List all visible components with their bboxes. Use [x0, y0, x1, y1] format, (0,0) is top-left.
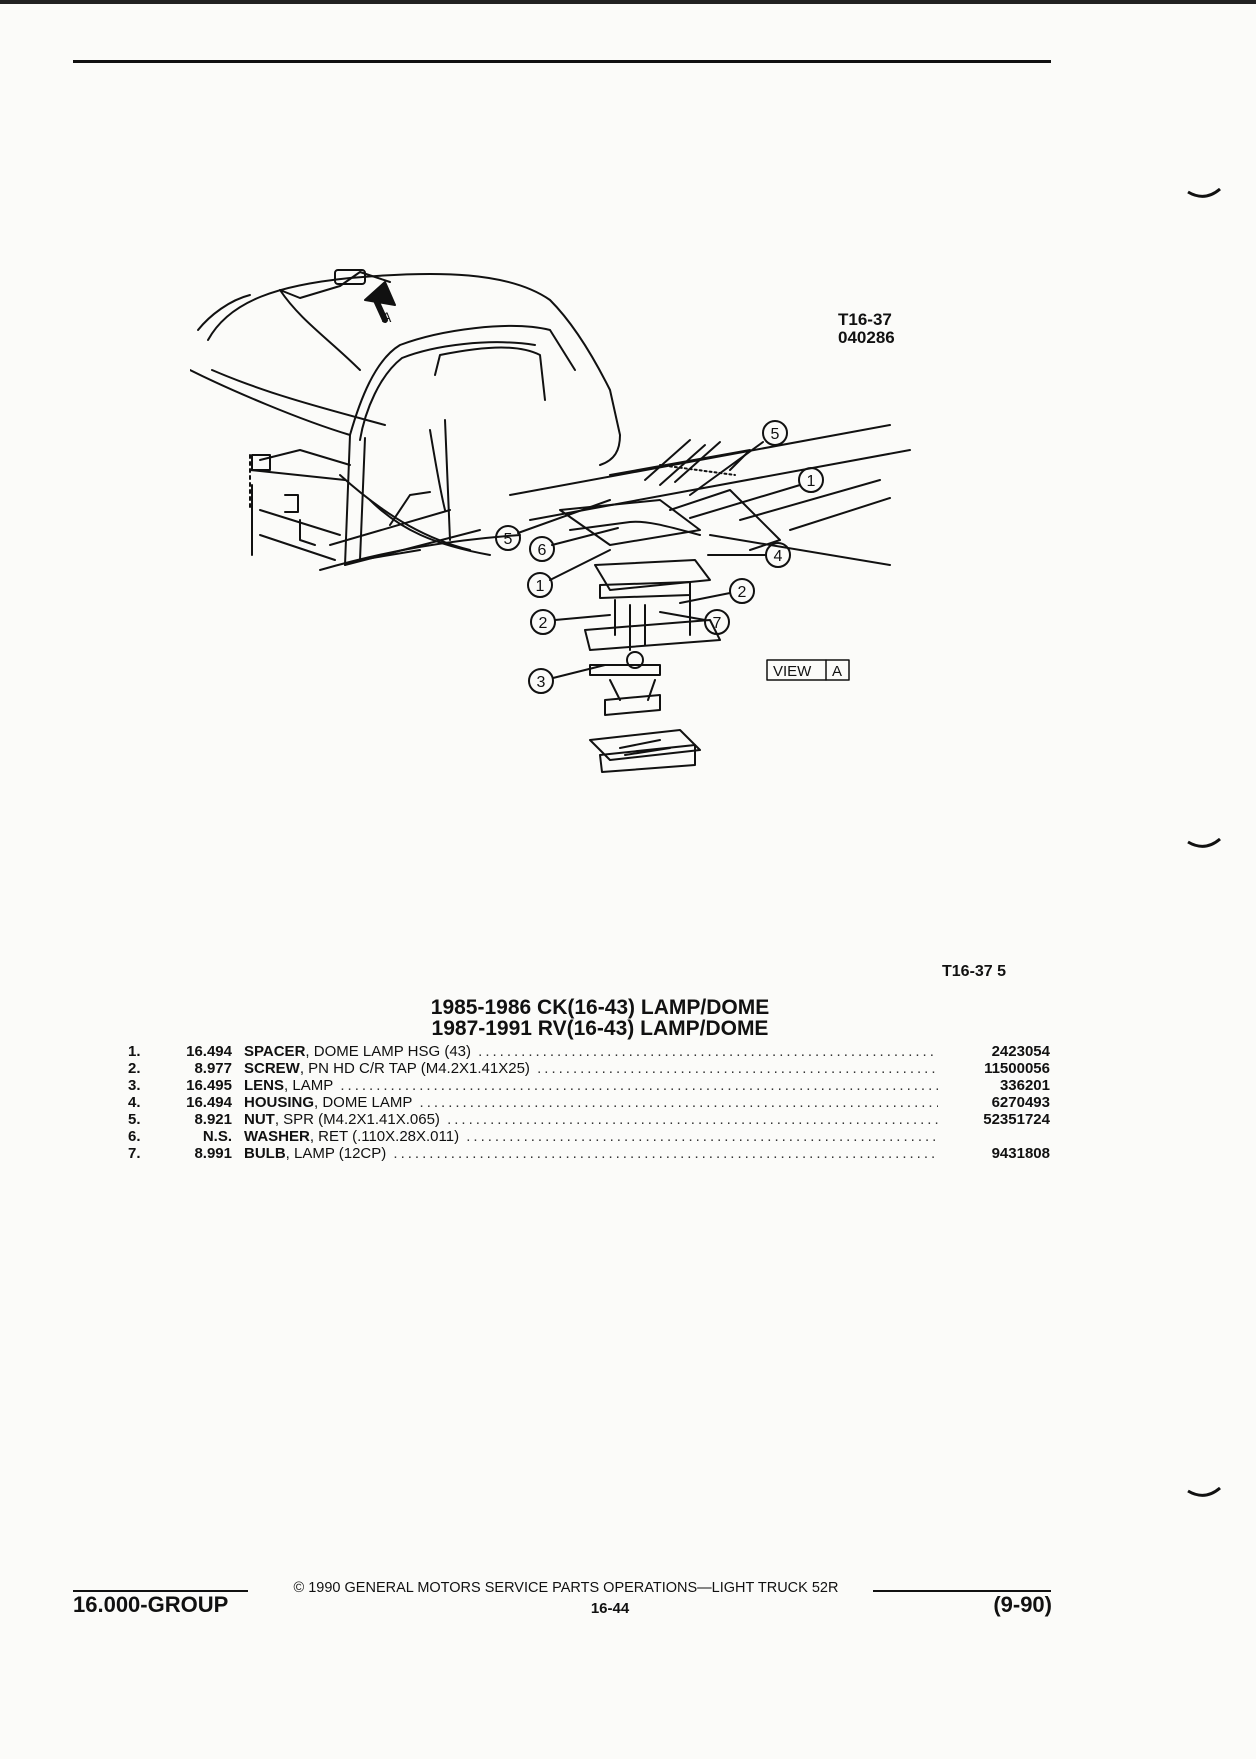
- part-group-number: 16.495: [186, 1077, 232, 1094]
- part-group-number: 16.494: [186, 1094, 232, 1111]
- page-number: 16-44: [590, 1600, 630, 1617]
- title-line-2: 1987-1991 RV(16-43) LAMP/DOME: [431, 1017, 769, 1040]
- callout-leaders: [517, 441, 801, 679]
- dome-lamp-illustration: A 5 1 5: [190, 269, 911, 773]
- part-group-number: 8.991: [194, 1145, 232, 1162]
- part-number: 52351724: [940, 1111, 1050, 1128]
- part-description: SCREW, PN HD C/R TAP (M4.2X1.41X25) ....…: [244, 1060, 938, 1077]
- part-number: 6270493: [940, 1094, 1050, 1111]
- callout-4: 4: [774, 548, 783, 565]
- callout-1: 1: [807, 473, 816, 490]
- part-number: 11500056: [940, 1060, 1050, 1077]
- top-edge-rule: [0, 0, 1256, 4]
- part-group-number: 8.921: [194, 1111, 232, 1128]
- footer-rule-left: [73, 1590, 248, 1592]
- view-a-arrow: A: [364, 281, 396, 325]
- callout-7: 7: [713, 615, 722, 632]
- section-titles: 1985-1986 CK(16-43) LAMP/DOME 1987-1991 …: [250, 997, 950, 1039]
- part-spec: , DOME LAMP: [314, 1094, 413, 1111]
- truck-cab-drawing: [190, 269, 621, 571]
- part-number: 2423054: [940, 1043, 1050, 1060]
- binder-hole-mark: [1187, 1487, 1221, 1497]
- callout-2: 2: [539, 615, 548, 632]
- part-item-number: 1.: [128, 1043, 141, 1060]
- part-spec: , RET (.110X.28X.011): [309, 1128, 460, 1145]
- parts-list: 1. 16.494 SPACER, DOME LAMP HSG (43) .....…: [128, 1043, 1050, 1162]
- callout-6: 6: [538, 542, 547, 559]
- part-group-number: 16.494: [186, 1043, 232, 1060]
- part-row: 7. 8.991 BULB, LAMP (12CP) ...............…: [128, 1145, 1050, 1162]
- part-row: 3. 16.495 LENS, LAMP .....................…: [128, 1077, 1050, 1094]
- part-item-number: 3.: [128, 1077, 141, 1094]
- binder-hole-mark: [1187, 838, 1221, 848]
- view-arrow-letter: A: [382, 309, 392, 325]
- part-name: WASHER: [244, 1128, 310, 1145]
- part-description: NUT, SPR (M4.2X1.41X.065) ..............…: [244, 1111, 938, 1128]
- dome-lamp-exploded-view: [509, 424, 911, 773]
- leader-dots: ........................................…: [466, 1128, 938, 1145]
- leader-dots: ........................................…: [419, 1094, 938, 1111]
- figure-code-line1: T16-37: [838, 310, 892, 329]
- callout-2: 2: [738, 584, 747, 601]
- figure-reference: T16-37 5: [942, 963, 1007, 980]
- part-group-number: N.S.: [202, 1128, 232, 1145]
- part-item-number: 6.: [128, 1128, 141, 1145]
- figure-code-line2: 040286: [838, 328, 895, 347]
- view-letter: A: [832, 663, 842, 680]
- part-name: SPACER: [244, 1043, 306, 1060]
- binder-hole-mark: [1187, 188, 1221, 198]
- part-description: BULB, LAMP (12CP) ......................…: [244, 1145, 938, 1162]
- part-description: HOUSING, DOME LAMP .....................…: [244, 1094, 938, 1111]
- part-spec: , SPR (M4.2X1.41X.065): [274, 1111, 440, 1128]
- part-name: NUT: [244, 1111, 275, 1128]
- part-number: 336201: [940, 1077, 1050, 1094]
- part-name: BULB: [244, 1145, 286, 1162]
- part-item-number: 4.: [128, 1094, 141, 1111]
- callout-1: 1: [536, 578, 545, 595]
- view-a-box: VIEW A: [766, 659, 850, 681]
- title-line-1: 1985-1986 CK(16-43) LAMP/DOME: [430, 996, 770, 1019]
- revision-date: (9-90): [993, 1592, 1052, 1617]
- part-row: 4. 16.494 HOUSING, DOME LAMP .............…: [128, 1094, 1050, 1111]
- leader-dots: ........................................…: [537, 1060, 938, 1077]
- copyright-notice: © 1990 GENERAL MOTORS SERVICE PARTS OPER…: [293, 1580, 839, 1596]
- view-label: VIEW: [773, 663, 812, 680]
- part-spec: , DOME LAMP HSG (43): [305, 1043, 471, 1060]
- part-name: LENS: [244, 1077, 285, 1094]
- part-description: WASHER, RET (.110X.28X.011) ............…: [244, 1128, 938, 1145]
- part-spec: , LAMP: [284, 1077, 334, 1094]
- part-number: 9431808: [940, 1145, 1050, 1162]
- callout-5: 5: [771, 426, 780, 443]
- part-item-number: 5.: [128, 1111, 141, 1128]
- callout-5: 5: [504, 531, 513, 548]
- footer-rule-right: [873, 1590, 1051, 1592]
- part-name: SCREW: [244, 1060, 300, 1077]
- part-spec: , PN HD C/R TAP (M4.2X1.41X25): [299, 1060, 530, 1077]
- leader-dots: ........................................…: [393, 1145, 938, 1162]
- part-item-number: 2.: [128, 1060, 141, 1077]
- part-row: 5. 8.921 NUT, SPR (M4.2X1.41X.065) .......…: [128, 1111, 1050, 1128]
- part-name: HOUSING: [244, 1094, 315, 1111]
- group-number: 16.000-GROUP: [73, 1592, 229, 1617]
- callout-circles: 5 1 5 6 4 1 2 2 7 3: [495, 420, 824, 694]
- part-row: 6. N.S. WASHER, RET (.110X.28X.011) ......…: [128, 1128, 1050, 1145]
- part-description: SPACER, DOME LAMP HSG (43) .............…: [244, 1043, 938, 1060]
- part-spec: , LAMP (12CP): [285, 1145, 387, 1162]
- part-group-number: 8.977: [194, 1060, 232, 1077]
- header-rule: [73, 60, 1051, 63]
- leader-dots: ........................................…: [478, 1043, 938, 1060]
- part-item-number: 7.: [128, 1145, 141, 1162]
- figure-code: T16-37 040286: [838, 311, 895, 347]
- part-row: 1. 16.494 SPACER, DOME LAMP HSG (43) .....…: [128, 1043, 1050, 1060]
- part-description: LENS, LAMP .............................…: [244, 1077, 938, 1094]
- leader-dots: ........................................…: [447, 1111, 938, 1128]
- leader-dots: ........................................…: [340, 1077, 938, 1094]
- callout-3: 3: [537, 674, 546, 691]
- part-row: 2. 8.977 SCREW, PN HD C/R TAP (M4.2X1.41X2…: [128, 1060, 1050, 1077]
